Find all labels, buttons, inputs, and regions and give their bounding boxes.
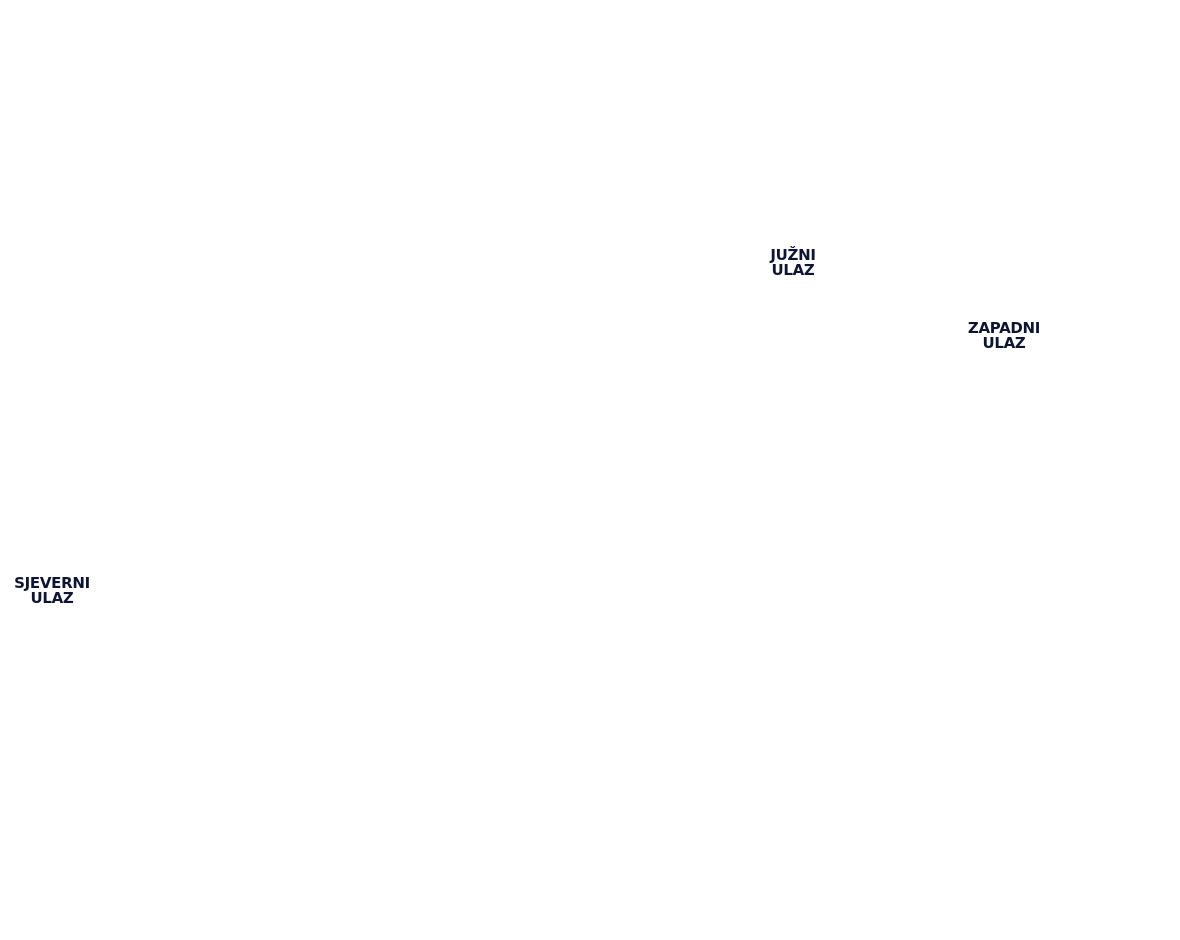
label-line-2: ULAZ bbox=[982, 334, 1026, 352]
north-entrance-label: SJEVERNI ULAZ bbox=[0, 576, 122, 606]
south-entrance-label: JUŽNI ULAZ bbox=[723, 248, 863, 278]
label-line-1: SJEVERNI bbox=[14, 574, 90, 592]
label-line-2: ULAZ bbox=[771, 261, 815, 279]
label-line-2: ULAZ bbox=[30, 589, 74, 607]
label-line-1: ZAPADNI bbox=[967, 319, 1041, 337]
label-line-1: JUŽNI bbox=[770, 246, 816, 264]
west-entrance-label: ZAPADNI ULAZ bbox=[934, 321, 1074, 351]
